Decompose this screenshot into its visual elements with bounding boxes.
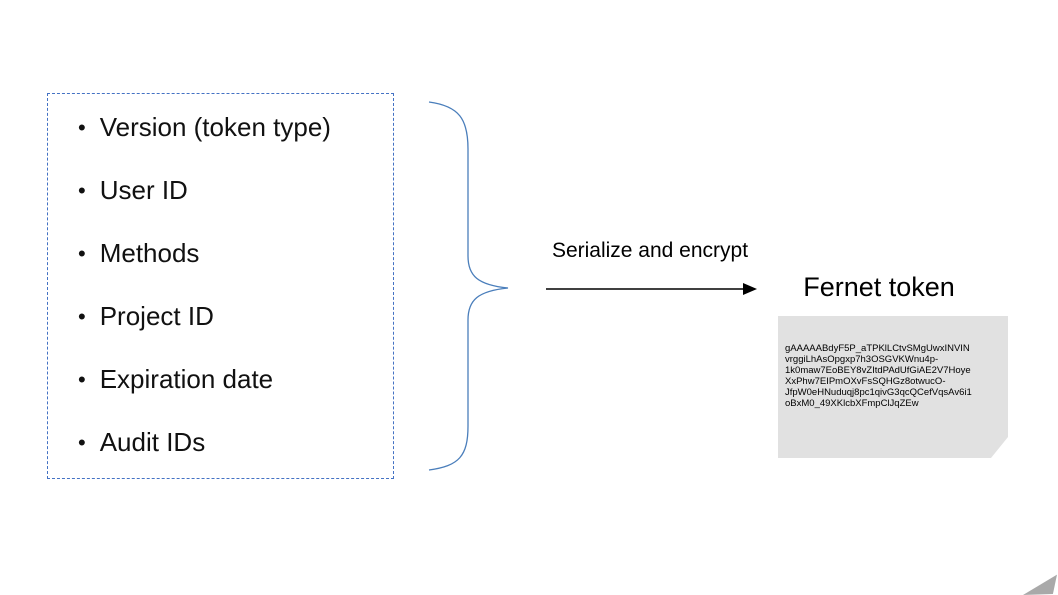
arrow-right-icon	[546, 283, 757, 295]
bullet-icon: •	[78, 177, 86, 203]
list-item: • Version (token type)	[78, 96, 393, 159]
folded-corner-icon	[1023, 574, 1057, 595]
token-line: gAAAAABdyF5P_aTPKlLCtvSMgUwxINVIN	[785, 343, 970, 354]
token-line: JfpW0eHNuduqj8pc1qivG3qcQCefVqsAv6i1	[785, 387, 972, 398]
curly-brace-icon	[428, 101, 509, 471]
token-note: gAAAAABdyF5P_aTPKlLCtvSMgUwxINVIN vrggiL…	[778, 316, 1008, 458]
fernet-token-heading: Fernet token	[803, 272, 955, 302]
payload-item-label: Version (token type)	[99, 112, 331, 142]
token-line: XxPhw7EIPmOXvFsSQHGz8otwucO-	[785, 376, 946, 387]
payload-item-label: Expiration date	[99, 364, 274, 394]
payload-item-label: Audit IDs	[99, 427, 206, 457]
list-item: • Project ID	[78, 285, 393, 348]
payload-item-label: Project ID	[99, 301, 214, 331]
list-item: • Expiration date	[78, 348, 393, 411]
list-item: • Methods	[78, 222, 393, 285]
payload-item-label: Methods	[99, 238, 200, 268]
token-text: gAAAAABdyF5P_aTPKlLCtvSMgUwxINVIN vrggiL…	[778, 316, 1008, 409]
bullet-icon: •	[78, 114, 86, 140]
bullet-icon: •	[78, 303, 86, 329]
bullet-icon: •	[78, 366, 86, 392]
token-line: vrggiLhAsOpgxp7h3OSGVKWnu4p-	[785, 354, 939, 365]
bullet-icon: •	[78, 429, 86, 455]
bullet-icon: •	[78, 240, 86, 266]
token-line: 1k0maw7EoBEY8vZItdPAdUfGiAE2V7Hoye	[785, 365, 971, 376]
list-item: • User ID	[78, 159, 393, 222]
payload-field-list: • Version (token type) • User ID • Metho…	[48, 94, 393, 474]
token-line: oBxM0_49XKlcbXFmpClJqZEw	[785, 398, 919, 409]
serialize-label: Serialize and encrypt	[551, 239, 749, 262]
payload-item-label: User ID	[99, 175, 188, 205]
payload-fields-box: • Version (token type) • User ID • Metho…	[47, 93, 394, 479]
list-item: • Audit IDs	[78, 411, 393, 474]
